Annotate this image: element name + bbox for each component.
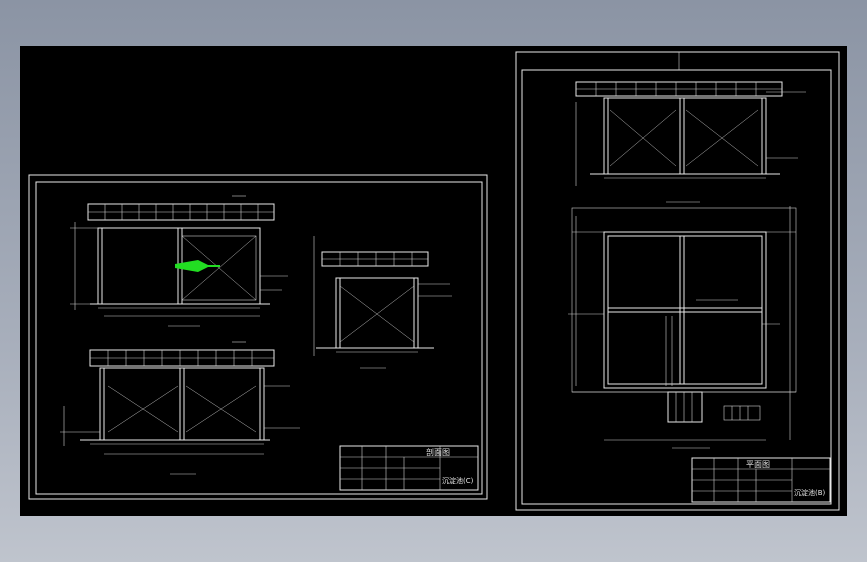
section-drawing-b <box>60 341 300 475</box>
right-drawing-title: 平面图 <box>746 460 770 469</box>
left-drawing-number: 沉淀池(C) <box>442 476 474 485</box>
drawing-canvas: 剖面图 沉淀池(C) <box>28 51 840 511</box>
left-sheet-outer-frame <box>28 174 488 500</box>
section-drawing-d <box>575 81 806 203</box>
plan-drawing <box>568 206 797 449</box>
right-drawing-number: 沉淀池(B) <box>794 488 826 497</box>
left-sheet-inner-frame <box>35 181 483 495</box>
right-sheet: 平面图 沉淀池(B) <box>515 51 840 511</box>
right-sheet-outer-frame <box>515 51 840 511</box>
cad-viewport[interactable]: 剖面图 沉淀池(C) <box>20 46 847 516</box>
right-title-block: 平面图 沉淀池(B) <box>691 457 831 503</box>
section-drawing-a <box>70 195 288 327</box>
section-drawing-c <box>313 236 452 369</box>
left-sheet: 剖面图 沉淀池(C) <box>28 174 488 500</box>
left-drawing-title: 剖面图 <box>426 447 450 457</box>
left-title-block: 剖面图 沉淀池(C) <box>339 445 479 491</box>
right-sheet-inner-frame <box>521 69 832 505</box>
